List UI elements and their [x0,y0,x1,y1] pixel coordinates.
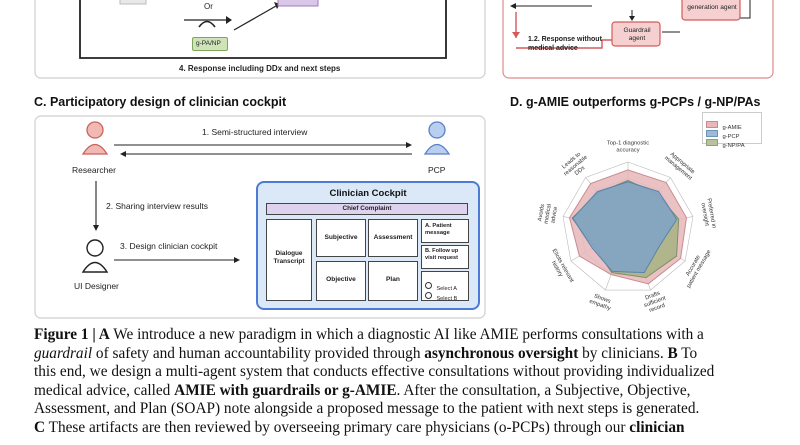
guardrail-agent-label: Guardrail agent [623,27,651,42]
radar-axis-label: Avoidsmedicaladvice [537,202,559,225]
legend-label: g-AMIE [722,125,742,131]
panel-c: Researcher PCP 1. Semi-structured interv… [34,115,486,319]
pcp-icon [423,121,451,155]
patient-message-box: A. Patient message [421,219,469,243]
radar-axis-label: Showsempathy [588,293,613,312]
caption-bold: asynchronous oversight [424,344,579,362]
chief-complaint: Chief Complaint [266,203,468,215]
radar-axis-label: Preferred inoversight [699,198,717,230]
caption-bold: clinician [629,418,685,436]
objective-label: Objective [326,276,356,283]
caption-figure-label: Figure 1 | A [34,326,110,343]
radar-series-gpcp [572,181,678,274]
caption-text: medical advice, called [34,381,175,399]
response-label: 4. Response including DDx and next steps [179,64,341,73]
select-a-label: Select A [436,286,457,292]
legend-item-g-np: g-NP/PA [706,134,745,152]
select-a-option[interactable]: Select A [425,277,457,295]
objective-box: Objective [316,261,366,301]
step3-label: 3. Design clinician cockpit [120,241,218,251]
caption-line-5: Assessment, and Plan (SOAP) note alongsi… [34,400,700,418]
caption-bold: B [667,344,678,362]
legend-item-g-amie: g-AMIE [706,116,742,134]
legend-label: g-PCP [722,134,740,140]
select-b-label: Select B [436,296,458,302]
caption-text: . After the consultation, a Subjective, … [396,381,691,399]
legend-swatch [706,139,718,147]
ui-designer-label: UI Designer [74,281,119,291]
panel-b: Guardrail agent generation agent 1.2. Re… [502,0,774,80]
caption-text: To [677,344,698,362]
radar-axis-label: Leads toreasonableDDx [559,149,593,182]
gpa-badge: g-PA/NP [192,37,228,51]
panel-c-title: C. Participatory design of clinician coc… [34,95,287,109]
cockpit-title: Clinician Cockpit [329,188,407,199]
radar-axis-label: Appropriatemanagement [663,150,697,182]
assessment-box: Assessment [368,219,418,257]
subjective-label: Subjective [324,234,358,241]
caption-italic: guardrail [34,344,93,362]
step2-label: 2. Sharing interview results [106,201,209,211]
caption-bold: AMIE with guardrails or g-AMIE [174,381,397,399]
legend-item-g-pcp: g-PCP [706,125,740,143]
researcher-label: Researcher [72,165,116,175]
researcher-icon [81,121,109,155]
response-without-advice: 1.2. Response without medical advice [528,36,602,52]
person-icon [198,20,216,28]
clinician-cockpit: Clinician Cockpit Chief Complaint Dialog… [256,181,480,310]
legend-swatch [706,121,718,129]
caption-line-2: guardrail of safety and human accountabi… [34,345,774,364]
radio-icon [425,292,432,300]
legend-swatch [706,130,718,138]
panel-a-frame [34,0,486,79]
caption-text: by clinicians. [578,344,668,362]
or-label: Or [204,2,213,11]
panel-a: Or g-PA/NP 4. Response including DDx and… [34,0,486,80]
caption-line-4: medical advice, called AMIE with guardra… [34,382,774,401]
radar-axis-label: Accuratepatient message [680,246,712,289]
subjective-box: Subjective [316,219,366,257]
plan-label: Plan [386,276,400,283]
patient-message-label: A. Patient message [425,223,452,236]
radar-axis-label: Elicits relevanthistory [545,248,575,287]
follow-up-label: B. Follow up visit request [425,248,459,261]
figure-caption: Figure 1 | A We introduce a new paradigm… [34,326,774,438]
caption-bold: C [34,418,46,436]
gpa-label: g-PA/NP [196,40,221,47]
assessment-label: Assessment [373,234,413,241]
step1-label: 1. Semi-structured interview [202,127,308,137]
plan-box: Plan [368,261,418,301]
legend: g-AMIE g-PCP g-NP/PA [702,112,762,149]
legend-label: g-NP/PA [722,143,745,149]
ui-designer-icon [81,239,109,273]
caption-text: of safety and human accountability provi… [92,344,425,362]
caption-text: We introduce a new paradigm in which a d… [109,326,704,343]
select-b-option[interactable]: Select B [425,287,457,305]
caption-text: These artifacts are then reviewed by ove… [45,418,630,436]
panel-d-title: D. g-AMIE outperforms g-PCPs / g-NP/PAs [510,95,761,109]
chief-complaint-label: Chief Complaint [342,205,392,212]
dialogue-label: Dialogue Transcript [273,250,305,265]
radar-grid-ring [562,161,694,291]
follow-up-box: B. Follow up visit request [421,245,469,269]
caption-line-6: C These artifacts are then reviewed by o… [34,419,774,438]
generation-agent-label: generation agent [687,4,737,11]
select-box: Select A Select B [421,271,469,302]
caption-line-1: Figure 1 | A We introduce a new paradigm… [34,326,774,345]
radar-axis-label: Draftssufficientrecord [641,289,669,315]
pcp-label: PCP [428,165,446,175]
panel-b-frame [502,0,774,79]
dialogue-transcript: Dialogue Transcript [266,219,312,301]
caption-line-3: this end, we design a multi-agent system… [34,363,715,381]
